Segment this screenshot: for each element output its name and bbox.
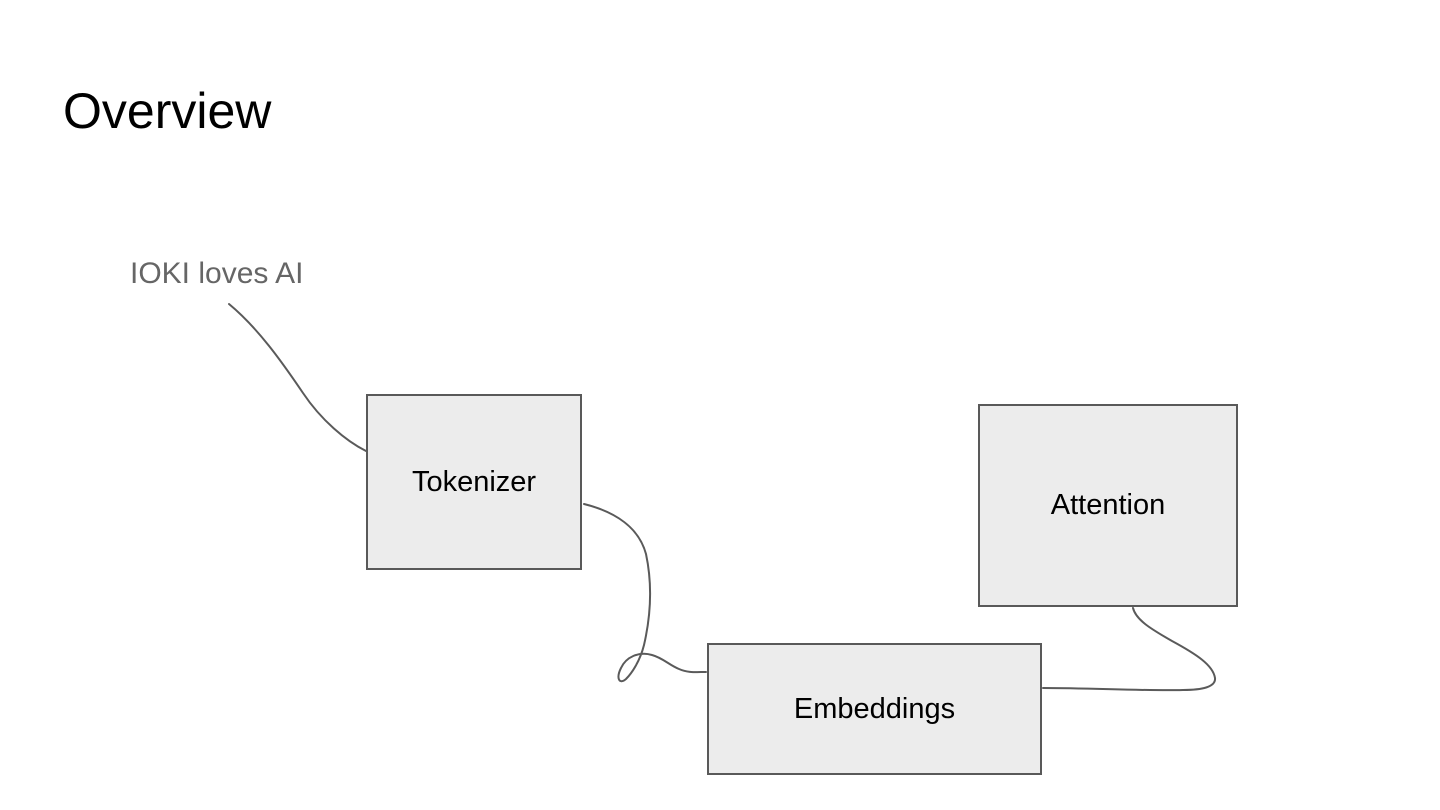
node-attention[interactable]: Attention	[978, 404, 1238, 607]
node-tokenizer-label: Tokenizer	[411, 465, 537, 498]
node-attention-label: Attention	[1050, 489, 1166, 521]
node-embeddings-label: Embeddings	[793, 692, 956, 725]
annotation-text: IOKI loves AI	[130, 257, 304, 290]
node-tokenizer[interactable]: Tokenizer	[366, 394, 582, 570]
connector-annotation-to-tokenizer[interactable]	[228, 303, 367, 452]
slide-title: Overview	[63, 83, 272, 139]
connector-attention-to-embeddings[interactable]	[1042, 607, 1216, 692]
node-embeddings[interactable]: Embeddings	[707, 643, 1042, 775]
connector-tokenizer-to-embeddings[interactable]	[583, 503, 707, 683]
